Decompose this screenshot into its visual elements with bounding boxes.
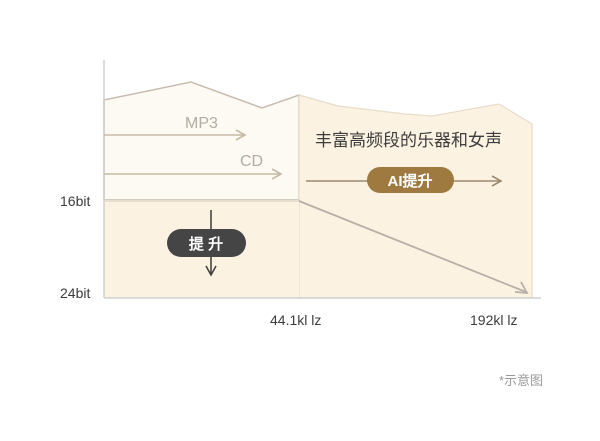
mp3-arrow [104,129,247,141]
y-label-16bit: 16bit [60,193,90,209]
cd-arrow [104,168,283,180]
diagram-note: *示意图 [499,373,543,388]
ai-boost-label: AI提升 [387,173,432,190]
x-label-192k: 192kl lz [470,312,517,328]
boost-pill [167,229,246,257]
high-frequency-region [298,94,533,299]
cd-label: CD [240,153,263,170]
y-label-24bit: 24bit [60,285,90,301]
upper-range-region [103,81,300,201]
enrich-text: 丰富高频段的乐器和女声 [315,131,502,150]
x-label-44-1k: 44.1kl lz [270,312,321,328]
ai-boost-pill [367,167,454,193]
mp3-label: MP3 [185,115,218,132]
boost-label: 提 升 [189,236,223,253]
diagonal-arrow [298,200,529,295]
